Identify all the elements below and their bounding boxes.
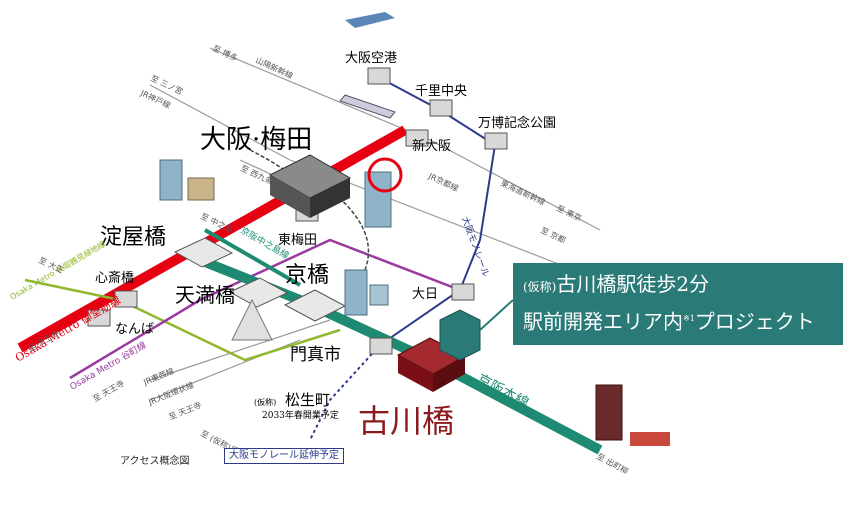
dir-kyoto: 至 京都 — [539, 225, 567, 245]
yodoyabashi-hub — [173, 237, 234, 268]
building-icon — [159, 159, 183, 201]
station-box-kadoma — [369, 337, 393, 355]
sanyo-shinkansen-line — [209, 47, 431, 141]
keihan-nakanoshima-line — [203, 228, 302, 287]
label-matsuo-prefix: (仮称) — [254, 397, 276, 407]
station-boxes — [87, 67, 508, 355]
torii-icon — [630, 432, 670, 446]
label-matsuo: 松生町 — [285, 391, 330, 409]
nagahori-line — [24, 278, 341, 362]
station-box-senri — [429, 99, 453, 117]
project-building — [439, 309, 481, 361]
station-box-banpaku — [484, 132, 508, 150]
callout-line1: (仮称)古川橋駅徒歩2分 — [523, 269, 833, 302]
label-kadoma: 門真市 — [290, 345, 341, 365]
label-higashi-umeda: 東梅田 — [278, 232, 317, 248]
dir-sannomiya: 至 三ノ宮 — [149, 73, 185, 97]
label-furukawabashi: 古川橋 — [358, 402, 454, 440]
label-kyobashi: 京橋 — [285, 263, 329, 288]
airplane-icon — [345, 12, 395, 28]
callout-line1-text: 古川橋駅徒歩2分 — [556, 272, 710, 296]
building-icon — [344, 269, 368, 316]
station-box-shinsaibashi — [114, 290, 138, 308]
tokaido-line — [429, 139, 601, 231]
map-caption: アクセス概念図 — [120, 456, 190, 467]
label-jr-loop: JR大阪環状線 — [146, 380, 195, 408]
dir-tennoji-3: 至 天王寺 — [167, 401, 202, 422]
station-box-airport — [367, 67, 391, 85]
tanimachi-line — [69, 238, 461, 380]
label-sanyo: 山陽新幹線 — [254, 55, 294, 81]
jr-loop-line — [149, 319, 331, 381]
dir-tennoji-2: 至 天王寺 — [92, 379, 126, 404]
station-box-shinosaka — [405, 129, 429, 147]
building-icon — [369, 284, 389, 306]
label-namba: なんば — [115, 322, 154, 337]
project-callout: (仮称)古川橋駅徒歩2分 駅前開発エリア内※1プロジェクト — [513, 263, 843, 345]
station-box-namba — [87, 309, 111, 327]
building-icon — [187, 177, 215, 201]
dir-hakata: 至 博多 — [211, 43, 239, 63]
midosuji-line — [17, 125, 408, 353]
callout-pointer — [479, 299, 514, 331]
shinkansen-icon — [339, 94, 396, 119]
monorail-extension-line — [309, 344, 381, 441]
label-osaka-airport: 大阪空港 — [345, 51, 397, 66]
label-umeda: 大阪·梅田 — [200, 125, 312, 155]
furukawabashi-hub-right — [433, 356, 465, 392]
pagoda-icon — [595, 384, 623, 441]
label-dainichi: 大日 — [412, 287, 438, 302]
jr-kobe-line — [149, 84, 291, 161]
umeda-hub-right — [310, 178, 350, 218]
label-tokaido: 東海道新幹線 — [499, 178, 547, 207]
keihan-line — [198, 255, 603, 455]
label-matsuo-note: 2033年春開業予定 — [262, 409, 339, 421]
callout-line2a: 駅前開発エリア内 — [523, 309, 683, 334]
dir-nishikujo: 至 西九条 — [239, 163, 275, 187]
furukawabashi-hub-left — [398, 355, 433, 392]
label-banpaku: 万博記念公園 — [478, 115, 556, 131]
label-shin-osaka: 新大阪 — [412, 138, 451, 154]
label-jr-kobe: JR神戸線 — [138, 87, 172, 110]
label-senri-chuo: 千里中央 — [415, 84, 467, 99]
label-tanimachi: Osaka Metro 谷町線 — [68, 339, 149, 393]
label-shinsaibashi: 心斎橋 — [95, 270, 134, 286]
callout-prefix: (仮称) — [523, 280, 557, 294]
umeda-hub-left — [270, 175, 310, 218]
label-tenmabashi: 天満橋 — [175, 283, 235, 307]
callout-note: ※1 — [683, 314, 695, 323]
callout-line2: 駅前開発エリア内※1プロジェクト — [523, 302, 833, 339]
label-jr-tozai: JR東西線 — [141, 366, 175, 388]
label-monorail: 大阪モノレール — [459, 215, 492, 278]
monorail-extension-label: 大阪モノレール延伸予定 — [224, 448, 344, 464]
ferris-wheel-icon — [367, 157, 403, 193]
castle-icon — [231, 298, 273, 341]
label-midosuji: Osaka Metro 御堂筋線 — [13, 293, 124, 365]
dir-demachiyanagi: 至 出町柳 — [595, 451, 630, 476]
label-jr-kyoto: JR京都線 — [426, 170, 460, 193]
label-yodoyabashi: 淀屋橋 — [100, 225, 166, 250]
callout-line2b: プロジェクト — [694, 309, 815, 334]
station-box-dainichi — [451, 283, 475, 301]
tenmabashi-hub — [228, 277, 289, 308]
dir-tokyo: 至 東京 — [555, 203, 583, 223]
